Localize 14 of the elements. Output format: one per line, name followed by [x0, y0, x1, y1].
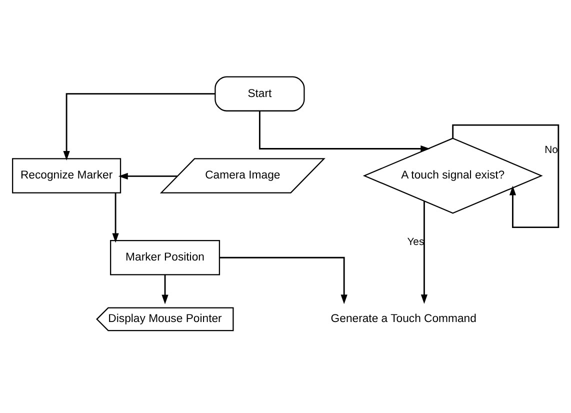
node-box: Recognize Marker [12, 158, 122, 194]
arrow [219, 256, 348, 304]
edge-label: No [544, 145, 558, 156]
arrow [63, 93, 216, 161]
edge-label: Yes [407, 237, 424, 248]
arrow [112, 193, 119, 243]
node-box: Marker Position [110, 240, 220, 276]
node-box: Start [214, 76, 305, 112]
arrow [162, 274, 168, 304]
node-diamond: A touch signal exist? [362, 138, 543, 214]
node-text: Generate a Touch Command [330, 313, 476, 326]
arrow [259, 110, 430, 152]
arrow [420, 201, 428, 304]
arrow [118, 172, 178, 180]
